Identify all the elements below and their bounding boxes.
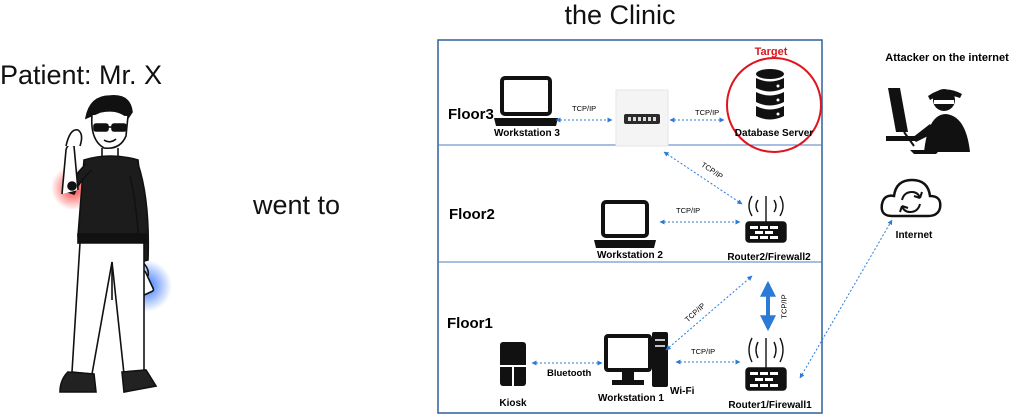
workstation2-label: Workstation 2: [597, 250, 663, 261]
tcp-label-ws3-switch: TCP/IP: [572, 104, 597, 113]
patient-figure: [51, 95, 172, 393]
floor3-label: Floor3: [448, 106, 494, 123]
router2-label: Router2/Firewall2: [727, 252, 811, 263]
kiosk-icon: [500, 342, 526, 386]
kiosk-label: Kiosk: [499, 398, 527, 409]
attacker-icon: [886, 88, 970, 154]
router-icon-router2: [745, 195, 787, 243]
cloud-icon: [880, 178, 942, 218]
tcp-label-ws2-router2: TCP/IP: [676, 206, 701, 215]
link-ws1-router2: [665, 275, 753, 351]
tcp-label-switch-db: TCP/IP: [695, 108, 720, 117]
attacker-label: Attacker on the internet: [885, 52, 1009, 64]
laptop-icon-workstation3: [494, 76, 558, 126]
floor2-label: Floor2: [449, 206, 495, 223]
workstation3-label: Workstation 3: [494, 128, 560, 139]
internet-label: Internet: [895, 230, 933, 241]
database-server-label: Database Server: [734, 128, 814, 139]
tcp-label-ws1-router1: TCP/IP: [691, 347, 716, 356]
tcp-label-router2-router1: TCP/IP: [779, 294, 789, 319]
floor1-label: Floor1: [447, 315, 493, 332]
router-icon-router1: [745, 337, 787, 391]
database-icon: [756, 69, 784, 120]
clinic-title: the Clinic: [564, 0, 676, 30]
network-links: [531, 117, 893, 379]
router1-label: Router1/Firewall1: [728, 400, 812, 411]
laptop-icon-workstation2: [594, 200, 656, 248]
bluetooth-label: Bluetooth: [547, 368, 592, 379]
wifi-label: Wi-Fi: [670, 386, 695, 397]
went-to-label: went to: [253, 190, 341, 220]
switch-icon: [615, 89, 669, 147]
patient-label: Patient: Mr. X: [0, 60, 163, 90]
desktop-icon-workstation1: [604, 332, 668, 387]
link-router1-internet: [799, 219, 893, 379]
target-ring: [726, 57, 822, 153]
workstation1-label: Workstation 1: [598, 393, 664, 404]
target-label: Target: [754, 46, 788, 58]
